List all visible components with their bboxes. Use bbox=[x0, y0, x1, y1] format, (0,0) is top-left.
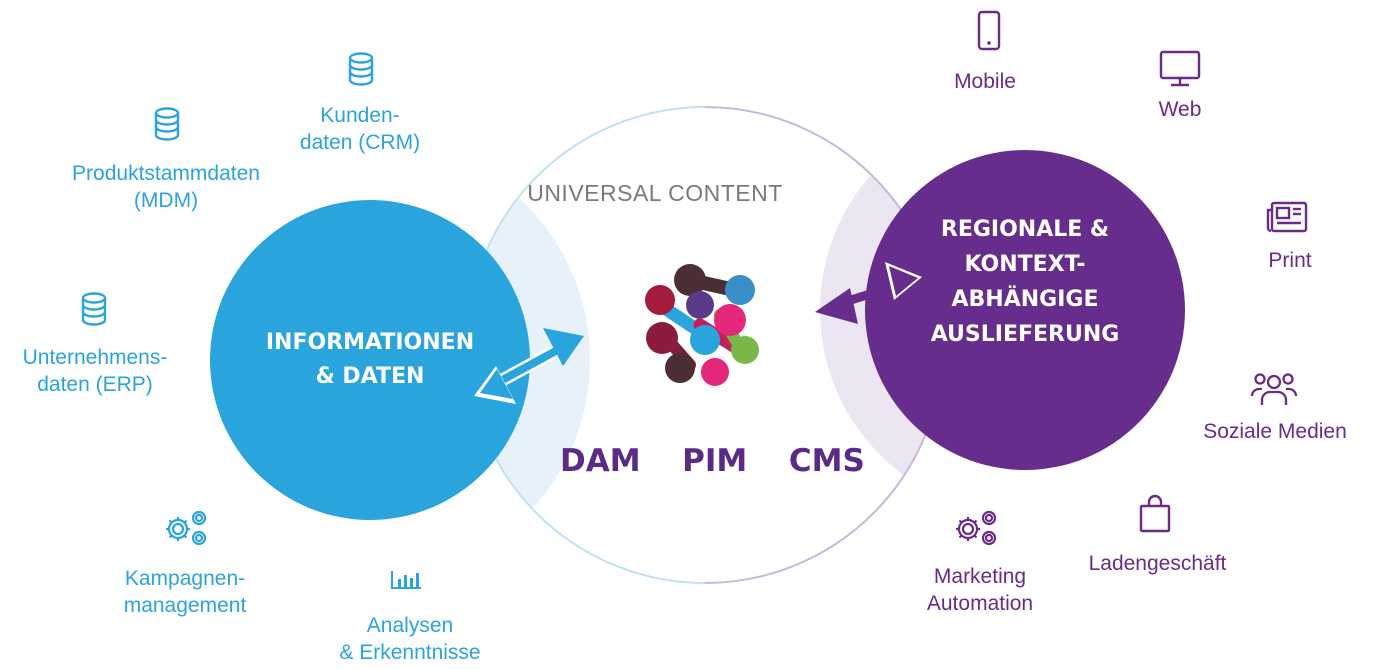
source-enterprise-data: Unternehmens- daten (ERP) bbox=[0, 344, 190, 398]
source-enterprise-data-line1: Unternehmens- bbox=[22, 346, 168, 369]
source-enterprise-data-line2: daten (ERP) bbox=[37, 373, 153, 396]
universal-content-logo bbox=[645, 264, 759, 386]
channel-marketing-automation: Marketing Automation bbox=[905, 563, 1055, 617]
left-hub-title-line1: INFORMATIONEN bbox=[265, 330, 475, 355]
source-analytics-insights-line2: & Erkenntnisse bbox=[339, 641, 481, 664]
systems-label: DAM PIM CMS bbox=[560, 443, 865, 479]
source-analytics-insights-line1: Analysen bbox=[366, 614, 454, 637]
right-hub-title: REGIONALE & KONTEXT- ABHÄNGIGE AUSLIEFER… bbox=[890, 212, 1160, 352]
right-hub-title-line4: AUSLIEFERUNG bbox=[930, 322, 1120, 347]
people-icon bbox=[1250, 373, 1298, 405]
source-customer-data: Kunden- daten (CRM) bbox=[280, 102, 440, 156]
channel-marketing-automation-line1: Marketing bbox=[933, 565, 1027, 588]
right-double-arrow bbox=[815, 262, 922, 324]
gears-icon bbox=[166, 510, 207, 546]
source-customer-data-line1: Kunden- bbox=[320, 104, 400, 127]
channel-social-media: Soziale Medien bbox=[1203, 420, 1347, 443]
source-campaign-management-line1: Kampagnen- bbox=[124, 567, 246, 590]
newspaper-icon bbox=[1266, 201, 1308, 233]
source-campaign-management-line2: management bbox=[123, 594, 247, 617]
mobile-icon bbox=[977, 10, 1001, 51]
channel-mobile: Mobile bbox=[954, 70, 1016, 93]
channel-print: Print bbox=[1268, 249, 1312, 272]
channel-marketing-automation-line2: Automation bbox=[926, 592, 1034, 615]
source-product-master-data-line1: Produktstammdaten bbox=[72, 162, 260, 185]
left-hub-title: INFORMATIONEN & DATEN bbox=[230, 326, 510, 394]
database-icon bbox=[348, 52, 374, 86]
right-hub-title-line3: ABHÄNGIGE bbox=[951, 287, 1099, 312]
source-product-master-data: Produktstammdaten (MDM) bbox=[46, 160, 286, 214]
monitor-icon bbox=[1159, 50, 1201, 87]
database-icon bbox=[154, 107, 180, 141]
source-analytics-insights: Analysen & Erkenntnisse bbox=[320, 612, 500, 666]
shopping-bag-icon bbox=[1139, 494, 1171, 533]
source-customer-data-line2: daten (CRM) bbox=[299, 131, 421, 154]
channel-retail-store: Ladengeschäft bbox=[1088, 552, 1227, 575]
bar-chart-icon bbox=[391, 571, 421, 589]
universal-content-title: UNIVERSAL CONTENT bbox=[527, 180, 783, 206]
channel-web: Web bbox=[1158, 98, 1202, 121]
right-hub-title-line2: KONTEXT- bbox=[964, 252, 1086, 277]
left-hub-circle bbox=[210, 200, 530, 520]
gears-icon bbox=[956, 510, 997, 546]
right-hub-circle bbox=[865, 150, 1185, 470]
source-campaign-management: Kampagnen- management bbox=[100, 565, 270, 619]
left-hub-title-line2: & DATEN bbox=[315, 364, 425, 389]
database-icon bbox=[81, 292, 107, 326]
right-hub-title-line1: REGIONALE & bbox=[940, 217, 1110, 242]
left-double-arrow bbox=[474, 328, 584, 404]
source-product-master-data-line2: (MDM) bbox=[133, 189, 199, 212]
